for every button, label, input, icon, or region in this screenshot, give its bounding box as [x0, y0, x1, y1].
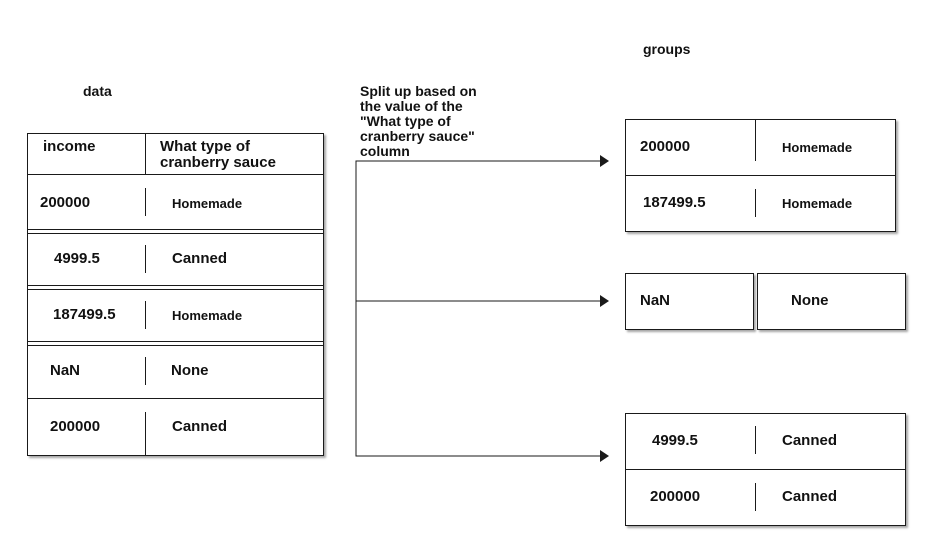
column-divider	[755, 426, 756, 454]
column-divider	[145, 245, 146, 273]
column-divider	[755, 189, 756, 217]
table-cell-sauce-type: Homemade	[172, 308, 243, 323]
group-none-income-cell	[625, 273, 754, 330]
table-cell-income: NaN	[50, 362, 81, 379]
column-divider	[755, 119, 756, 161]
column-divider	[145, 412, 146, 456]
group-cell-income: 187499.5	[643, 194, 706, 211]
group-divider	[625, 175, 896, 176]
arrow-head-icon	[600, 155, 609, 167]
table-divider	[27, 398, 324, 399]
arrow-head-icon	[600, 450, 609, 462]
table-cell-income: 200000	[40, 194, 91, 211]
column-divider	[145, 188, 146, 216]
group-none-sauce-cell	[757, 273, 906, 330]
table-cell-sauce-type: Canned	[172, 418, 228, 435]
table-header-income: income	[43, 138, 96, 155]
table-cell-sauce-type: Homemade	[172, 196, 243, 211]
table-header-sauce-type: What type of cranberry sauce	[160, 138, 276, 171]
table-divider	[27, 174, 324, 175]
table-cell-income: 200000	[50, 418, 101, 435]
split-description: Split up based on the value of the "What…	[360, 83, 477, 159]
group-cell-income: 200000	[650, 488, 701, 505]
group-divider	[625, 469, 906, 470]
data-table	[27, 133, 324, 456]
table-cell-sauce-type: None	[171, 362, 209, 379]
arrow-head-icon	[600, 295, 609, 307]
group-cell-income: 200000	[640, 138, 691, 155]
table-divider	[27, 229, 324, 230]
data-label: data	[83, 83, 112, 99]
table-divider	[27, 289, 324, 290]
column-divider	[145, 133, 146, 174]
group-cell-sauce-type: Canned	[782, 432, 838, 449]
group-cell-sauce-type: Homemade	[782, 196, 853, 211]
group-cell-income: NaN	[640, 292, 671, 309]
table-divider	[27, 285, 324, 286]
groups-label: groups	[643, 41, 691, 57]
split-trunk-line	[355, 160, 600, 457]
table-divider	[27, 345, 324, 346]
table-cell-sauce-type: Canned	[172, 250, 228, 267]
group-cell-income: 4999.5	[652, 432, 698, 449]
column-divider	[145, 357, 146, 385]
table-divider	[27, 233, 324, 234]
group-cell-sauce-type: None	[791, 292, 829, 309]
table-cell-income: 187499.5	[53, 306, 116, 323]
column-divider	[755, 483, 756, 511]
table-divider	[27, 341, 324, 342]
column-divider	[145, 301, 146, 329]
group-cell-sauce-type: Homemade	[782, 140, 853, 155]
table-cell-income: 4999.5	[54, 250, 100, 267]
group-cell-sauce-type: Canned	[782, 488, 838, 505]
